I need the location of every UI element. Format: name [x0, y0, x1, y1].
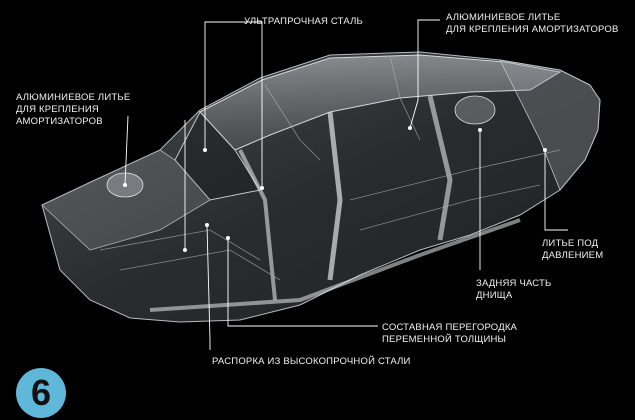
cross-member-1 — [99, 229, 261, 261]
leader-alu-cast-rear — [409, 19, 440, 129]
leader-dot — [203, 148, 207, 152]
leader-die-cast — [544, 150, 568, 231]
figure-number-badge: 6 — [16, 368, 66, 418]
label-aluminum-cast-front: Алюминиевое литье для крепления амортиза… — [16, 92, 131, 127]
leader-alu-cast-front — [124, 115, 129, 186]
roof-panel — [199, 54, 562, 151]
leader-strut — [206, 224, 211, 350]
hood-area — [41, 149, 211, 251]
leader-dot — [205, 223, 209, 227]
leader-dot — [226, 236, 230, 240]
rear-section — [499, 59, 601, 191]
a-pillar — [238, 149, 277, 301]
label-bulkhead: Составная перегородка переменной толщины — [382, 322, 518, 345]
label-high-strength-strut: Распорка из высокопрочной стали — [212, 356, 411, 367]
side-sill — [149, 218, 521, 312]
cross-member-3 — [349, 149, 561, 201]
rear-suspension-tower — [454, 95, 496, 125]
label-ultra-strong-steel: Ультрапрочная сталь — [244, 16, 363, 27]
leader-dot — [183, 248, 187, 252]
leader-dot — [408, 126, 412, 130]
leader-ultra-steel — [204, 21, 263, 188]
label-rear-floor: Задняя часть днища — [476, 278, 552, 301]
label-die-cast: Литье под давлением — [542, 238, 604, 261]
leader-bulkhead — [227, 238, 378, 327]
windshield-frame — [174, 111, 261, 201]
figure-number: 6 — [30, 372, 52, 413]
roof-rail — [264, 84, 321, 161]
leader-dot — [478, 128, 482, 132]
label-aluminum-cast-rear: Алюминиевое литье для крепления амортиза… — [446, 12, 619, 35]
leader-dot — [543, 148, 547, 152]
cross-member-4 — [359, 184, 541, 231]
b-pillar — [327, 111, 343, 281]
leader-dot — [260, 186, 264, 190]
c-pillar — [427, 95, 453, 241]
leader-dot — [123, 183, 127, 187]
cross-member-2 — [119, 249, 281, 281]
roof-rail-2 — [389, 55, 421, 141]
